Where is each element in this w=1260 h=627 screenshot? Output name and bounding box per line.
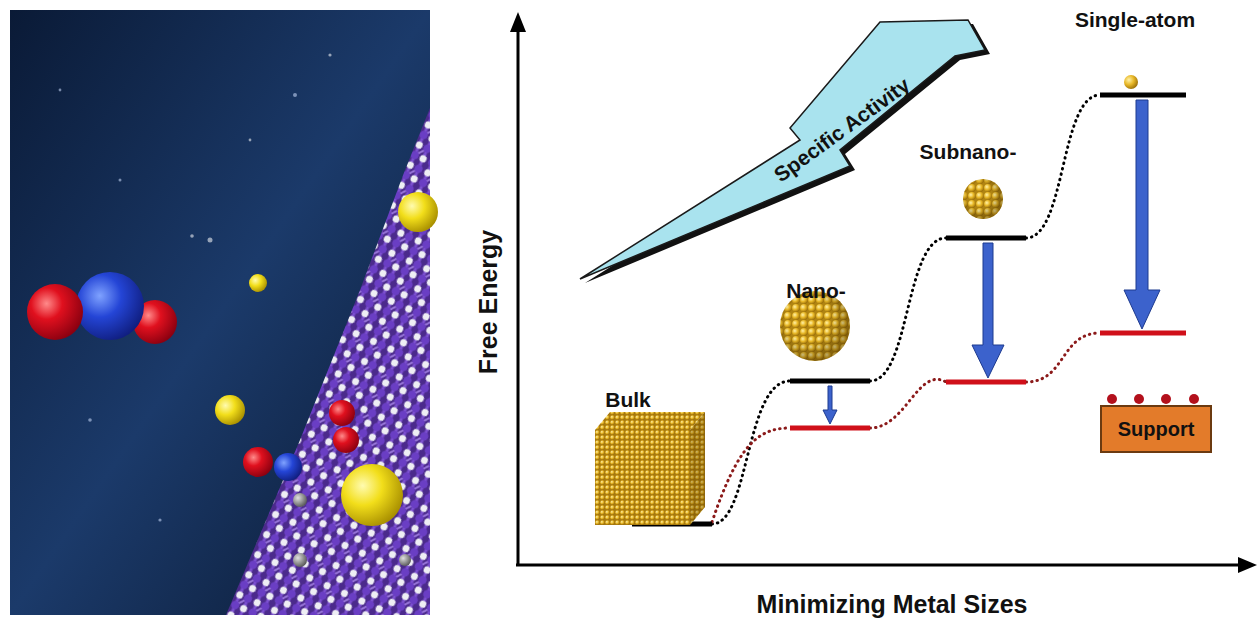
background-sparkle: [158, 518, 161, 521]
support-box: Support: [1100, 405, 1212, 453]
background-sparkle: [328, 53, 331, 56]
stabilization-arrow: [823, 100, 1160, 424]
bulk-cube: [595, 412, 705, 430]
background-sparkle: [190, 234, 194, 238]
energy-level: [790, 426, 870, 431]
single-atom: [1124, 75, 1138, 89]
background-sparkle: [59, 53, 332, 521]
support-atom: [1189, 394, 1199, 404]
energy-level: [946, 380, 1026, 385]
dotted-trend: [1026, 333, 1100, 382]
support-atom: [1107, 394, 1117, 404]
lattice-sheet: [226, 108, 430, 615]
axis: [516, 564, 1240, 567]
background-sparkle: [59, 89, 62, 92]
dotted-trend: [870, 379, 946, 428]
energy-level: [1100, 93, 1186, 98]
stabilization-arrow: [1124, 100, 1160, 329]
metal-atom: [215, 192, 438, 425]
bulk-cube: [690, 412, 705, 525]
axis: [517, 28, 520, 566]
adsorbed-molecule: [341, 464, 403, 526]
dotted-trend: [712, 428, 790, 522]
adsorbed-molecule: [333, 427, 359, 453]
subnano-cluster: [963, 179, 1003, 219]
catalyst-illustration: [10, 10, 438, 615]
gas-molecule: [27, 284, 83, 340]
gas-molecule: [76, 272, 144, 340]
subnano-cluster: [963, 179, 1003, 219]
background-sparkle: [293, 93, 297, 97]
adsorbed-molecule: [329, 400, 355, 426]
gas-molecule: [27, 272, 177, 344]
background-sparkle: [119, 179, 122, 182]
energy-level: [1100, 331, 1186, 336]
adsorbed-molecule: [399, 554, 411, 566]
size-label: Nano-: [786, 279, 846, 303]
size-label: Single-atom: [1075, 8, 1195, 32]
energy-level: [790, 379, 870, 384]
adsorbed-molecule: [293, 553, 307, 567]
axis: [510, 12, 1257, 573]
node-text: Support: [1118, 418, 1195, 441]
background-sparkle: [88, 418, 92, 422]
stabilization-arrow: [972, 243, 1004, 378]
dotted-trend: [870, 238, 946, 381]
subnano-cluster: [963, 179, 1003, 219]
stabilization-arrow: [823, 386, 837, 424]
size-label: Bulk: [605, 388, 651, 412]
dotted-trend: [712, 381, 790, 524]
support-atom: [1107, 394, 1199, 404]
bulk-cube: [595, 412, 705, 525]
adsorbed-molecule: [274, 453, 302, 481]
bulk-cube: [595, 430, 690, 525]
adsorbed-molecule: [293, 493, 307, 507]
metal-atom: [215, 395, 245, 425]
background-sparkle: [208, 238, 213, 243]
energy-level: [632, 95, 1186, 524]
axis-title: Free Energy: [474, 230, 503, 375]
energy-level: [946, 236, 1026, 241]
support-atom: [1161, 394, 1171, 404]
adsorbed-molecule: [243, 447, 273, 477]
dotted-trend: [1026, 95, 1100, 238]
metal-atom: [249, 274, 267, 292]
adsorbed-molecule: [243, 400, 411, 567]
metal-atom: [398, 192, 438, 232]
axis-title: Minimizing Metal Sizes: [757, 590, 1028, 619]
size-label: Subnano-: [920, 140, 1017, 164]
support-atom: [1134, 394, 1144, 404]
bulk-cube: [690, 412, 705, 525]
catalyst-illustration: [10, 10, 430, 615]
background-sparkle: [249, 139, 252, 142]
axis: [1238, 557, 1257, 573]
axis: [510, 12, 526, 32]
